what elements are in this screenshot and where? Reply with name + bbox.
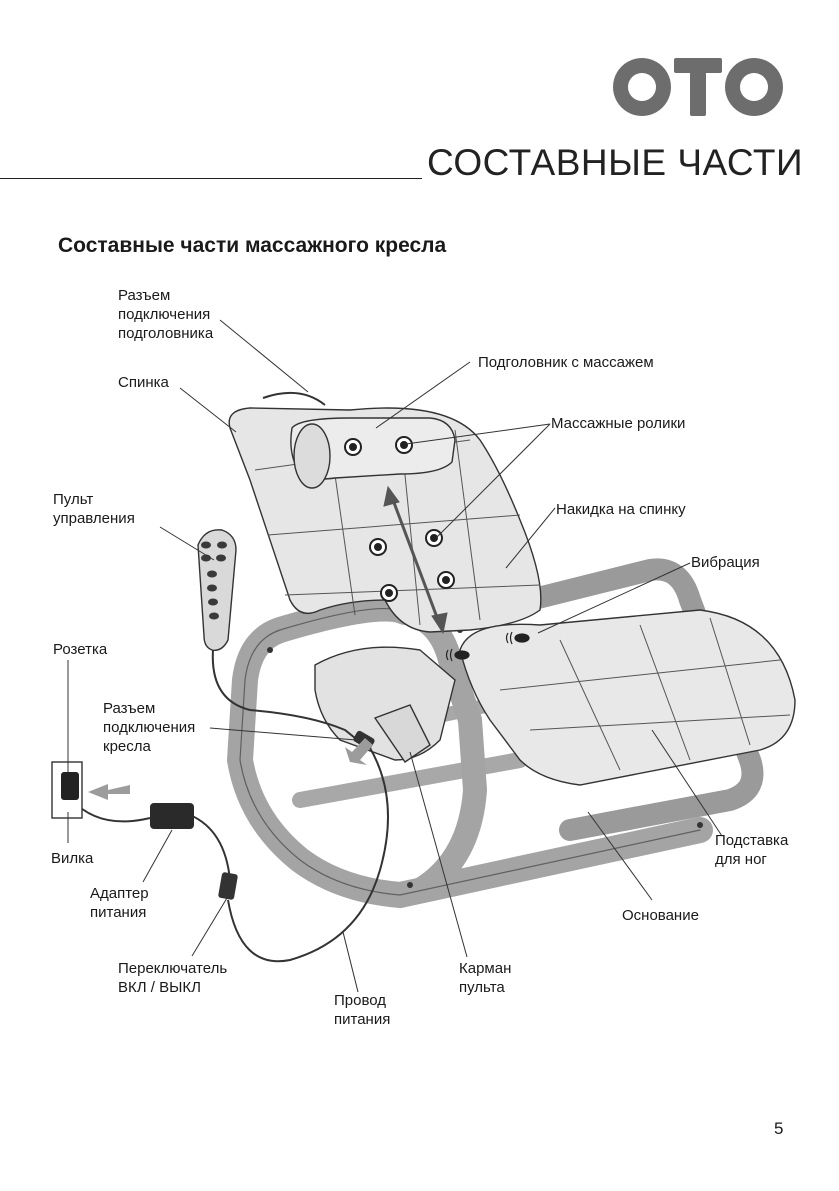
oto-logo: [613, 58, 784, 116]
label-power-cord: Провод питания: [334, 992, 391, 1028]
plug-in-arrows: [88, 738, 373, 800]
label-back-cover: Накидка на спинку: [556, 501, 686, 518]
label-vibration: Вибрация: [691, 554, 760, 571]
page-number: 5: [774, 1119, 784, 1138]
label-headrest-massage: Подголовник с массажем: [478, 354, 654, 371]
massage-rollers: [344, 436, 455, 602]
label-power-adapter: Адаптер питания: [90, 885, 149, 921]
label-socket: Розетка: [53, 641, 108, 658]
leader-lines: [67, 319, 723, 993]
roller-movement-arrow: [383, 485, 448, 635]
power-adapter: [150, 803, 194, 829]
chair-diagram: [51, 319, 796, 993]
label-plug: Вилка: [51, 850, 94, 867]
label-base: Основание: [622, 907, 699, 924]
on-off-switch: [218, 872, 238, 900]
label-remote-control: Пульт управления: [53, 491, 135, 527]
vibration-motors: [445, 631, 530, 662]
label-backrest: Спинка: [118, 374, 169, 391]
seat-footrest: [314, 609, 796, 786]
header-rule: [0, 178, 422, 179]
label-headrest-connector: Разъем подключения подголовника: [118, 287, 214, 342]
wall-socket-plug: [51, 761, 83, 819]
remote-control: [197, 529, 237, 651]
label-on-off-switch: Переключатель ВКЛ / ВЫКЛ: [118, 960, 228, 996]
label-remote-pocket: Карман пульта: [459, 960, 512, 996]
label-chair-connector: Разъем подключения кресла: [103, 700, 196, 755]
cables: [71, 391, 389, 963]
label-footrest: Подставка для ног: [715, 832, 789, 868]
label-massage-rollers: Массажные ролики: [551, 415, 686, 432]
page-title: СОСТАВНЫЕ ЧАСТИ: [427, 142, 804, 183]
headrest-cushion: [290, 417, 456, 489]
section-title: Составные части массажного кресла: [58, 234, 447, 257]
